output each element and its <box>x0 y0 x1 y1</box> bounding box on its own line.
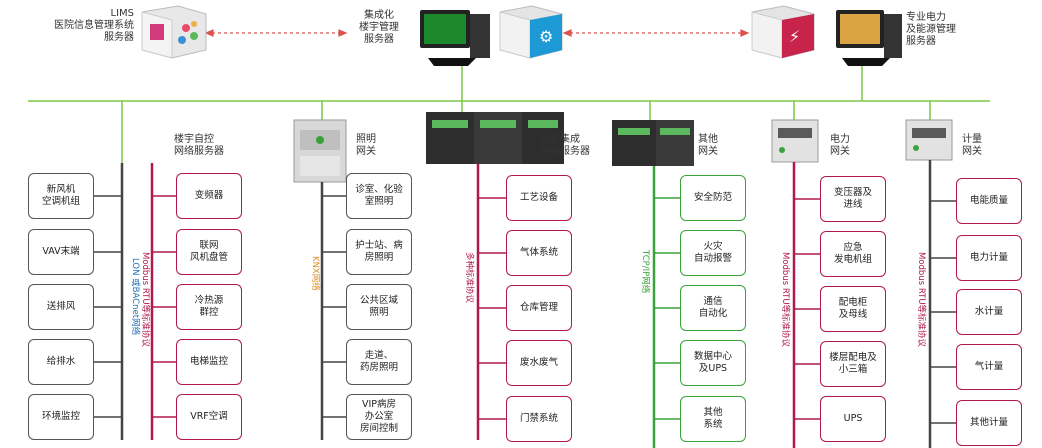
c1-box: 给排水 <box>28 339 94 385</box>
c2-box: 冷热源 群控 <box>176 284 242 330</box>
c7-title: 计量 网关 <box>962 134 982 157</box>
c3-box: 走道、 药房照明 <box>346 339 412 385</box>
c6-box: UPS <box>820 396 886 442</box>
lims-server-label: LIMS 医院信息管理系统 服务器 <box>54 8 134 43</box>
c3-box: 公共区域 照明 <box>346 284 412 330</box>
c4-box: 废水废气 <box>506 340 572 386</box>
lims-bms-link <box>204 29 348 37</box>
other-gateway-device-icon <box>612 120 694 166</box>
c5-box: 火灾 自动报警 <box>680 230 746 276</box>
c1-box: 环境监控 <box>28 394 94 440</box>
c2-network-label: LON 或BACnet网络 <box>130 258 140 336</box>
c4-box: 工艺设备 <box>506 175 572 221</box>
lighting-gateway-device-icon <box>293 119 347 183</box>
c4-box: 门禁系统 <box>506 396 572 442</box>
c3-box: 护士站、病 房照明 <box>346 229 412 275</box>
c1-box: VAV末端 <box>28 229 94 275</box>
column6-trunk <box>792 162 820 448</box>
column4-trunk <box>476 164 506 440</box>
column5-trunk <box>652 166 680 448</box>
c5-title: 其他 网关 <box>698 134 718 157</box>
c4-box: 气体系统 <box>506 230 572 276</box>
equipment-controllers-icon <box>426 112 564 164</box>
c3-title: 照明 网关 <box>356 134 376 157</box>
c7-box: 其他计量 <box>956 400 1022 446</box>
c6-box: 变压器及 进线 <box>820 176 886 222</box>
c7-box: 水计量 <box>956 289 1022 335</box>
power-computer-icon <box>836 10 902 66</box>
c3-box: 诊室、化验 室照明 <box>346 173 412 219</box>
column7-trunk <box>928 160 956 448</box>
bms-server-label: 集成化 楼宇管理 服务器 <box>359 10 399 45</box>
c4-protocol-label: 多种标准协议 <box>464 252 474 304</box>
c1-box: 新风机 空调机组 <box>28 173 94 219</box>
c1-box: 送排风 <box>28 284 94 330</box>
c2-protocol-label: Modbus RTU等标准协议 <box>140 252 150 348</box>
c4-box: 仓库管理 <box>506 285 572 331</box>
c6-box: 楼层配电及 小三箱 <box>820 341 886 387</box>
c2-title: 楼宇自控 网络服务器 <box>174 134 224 157</box>
power-gateway-device-icon <box>771 119 819 163</box>
c6-box: 配电柜 及母线 <box>820 286 886 332</box>
c2-box: 电梯监控 <box>176 339 242 385</box>
c5-protocol-label: TCP/IP网络 <box>640 250 650 294</box>
c7-box: 电能质量 <box>956 178 1022 224</box>
c2-box: VRF空调 <box>176 394 242 440</box>
c7-box: 电力计量 <box>956 235 1022 281</box>
c5-box: 安全防范 <box>680 175 746 221</box>
c6-protocol-label: Modbus RTU等标准协议 <box>780 252 790 348</box>
c2-box: 变频器 <box>176 173 242 219</box>
c7-box: 气计量 <box>956 344 1022 390</box>
metering-gateway-device-icon <box>905 119 953 161</box>
bms-computer-icon <box>420 10 490 66</box>
c3-protocol-label: KNX网络 <box>310 256 320 291</box>
c6-box: 应急 发电机组 <box>820 231 886 277</box>
c2-box: 联网 风机盘管 <box>176 229 242 275</box>
c5-box: 数据中心 及UPS <box>680 340 746 386</box>
c5-box: 其他 系统 <box>680 396 746 442</box>
column3-trunk <box>320 182 346 440</box>
c6-title: 电力 网关 <box>830 134 850 157</box>
power-server-label: 专业电力 及能源管理 服务器 <box>906 12 956 47</box>
svg-text:⚙: ⚙ <box>539 27 553 46</box>
svg-text:⚡: ⚡ <box>789 27 800 46</box>
column2-trunk <box>150 163 176 440</box>
bms-power-link <box>562 29 750 37</box>
c4-title: 设备集成 网络服务器 <box>540 134 590 157</box>
c5-box: 通信 自动化 <box>680 285 746 331</box>
column1-trunk <box>94 163 124 440</box>
c7-protocol-label: Modbus RTU等标准协议 <box>916 252 926 348</box>
power-software-icon: ⚡ <box>751 5 815 59</box>
bms-software-icon: ⚙ <box>499 5 563 59</box>
c3-box: VIP病房 办公室 房间控制 <box>346 394 412 440</box>
lims-server-icon <box>141 5 207 59</box>
